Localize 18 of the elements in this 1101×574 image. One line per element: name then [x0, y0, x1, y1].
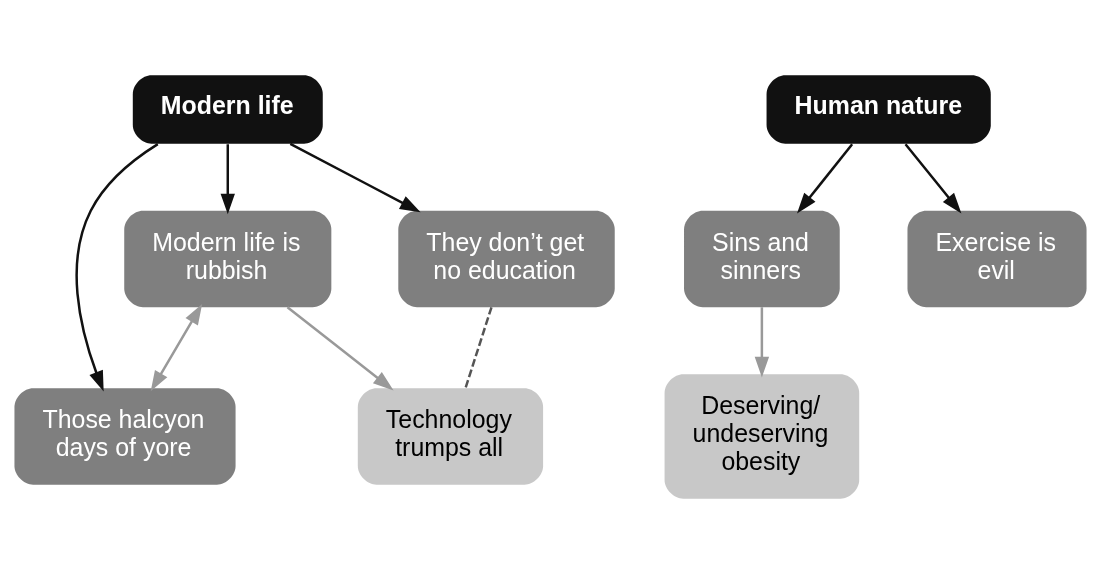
arrow	[150, 304, 203, 392]
node-box: Modern life is rubbish	[124, 210, 332, 308]
node-box: Deserving/ undeserving obesity	[664, 374, 860, 499]
arrow	[220, 144, 235, 215]
node-box: Exercise is evil	[907, 210, 1087, 308]
arrow	[289, 142, 421, 213]
node-box: Human nature	[766, 75, 991, 144]
connector	[464, 306, 493, 389]
node-box: Technology trumps all	[357, 388, 544, 485]
arrow	[286, 306, 394, 391]
node-box: Sins and sinners	[684, 210, 840, 308]
node-box: Those halcyon days of yore	[14, 388, 236, 485]
arrow	[75, 143, 159, 392]
node-box: Modern life	[132, 75, 323, 144]
arrow	[754, 307, 770, 378]
arrow	[904, 143, 962, 214]
node-box: They don’t get no education	[398, 210, 615, 308]
arrow	[797, 143, 854, 214]
